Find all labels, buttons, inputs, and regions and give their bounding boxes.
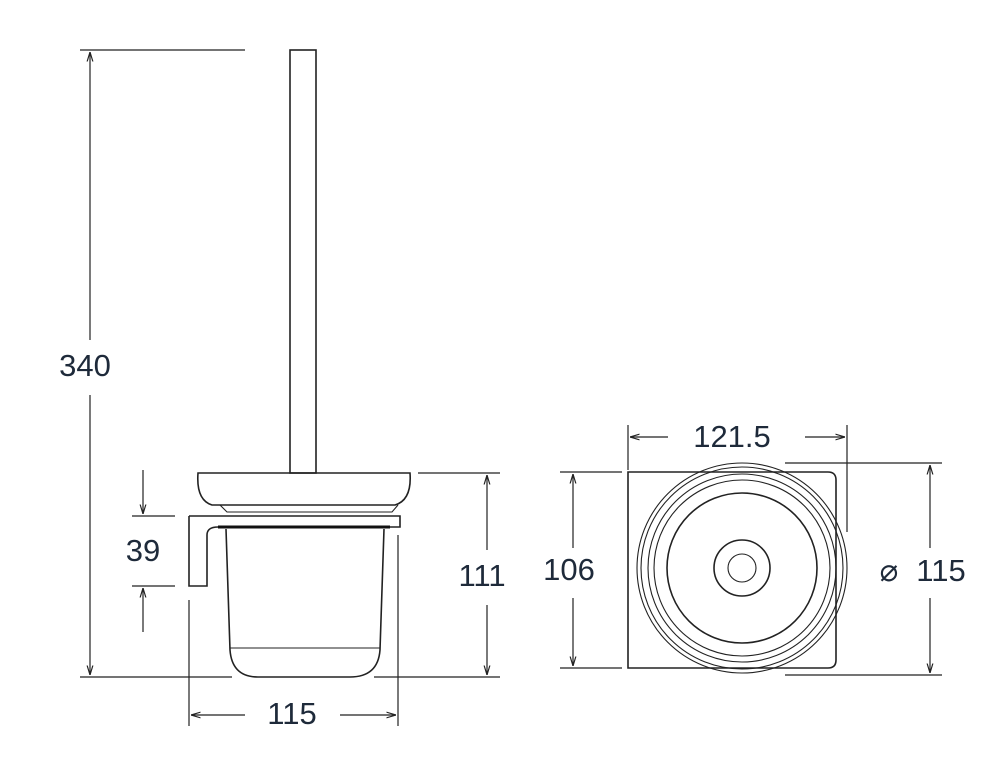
dim-diameter: 115 — [916, 553, 965, 588]
handle-hole — [727, 553, 757, 583]
top-view: 121.5 106 ⌀ 115 — [543, 419, 966, 676]
wall-mount — [188, 516, 219, 587]
dim-plate-width: 121.5 — [693, 419, 771, 454]
brush-cup — [225, 528, 385, 678]
diameter-symbol: ⌀ — [880, 553, 899, 588]
bracket — [189, 515, 401, 528]
dim-plate-depth: 106 — [543, 552, 595, 587]
dim-height-total: 340 — [59, 348, 111, 383]
brush-handle — [289, 49, 317, 474]
dim-width: 115 — [267, 696, 316, 731]
dim-height-bracket: 39 — [126, 533, 160, 568]
side-view: 340 111 39 115 — [59, 49, 506, 731]
drip-tray — [196, 472, 412, 506]
wall-plate — [627, 471, 837, 669]
dim-height-holder: 111 — [458, 558, 505, 593]
cup-rim — [666, 492, 818, 644]
